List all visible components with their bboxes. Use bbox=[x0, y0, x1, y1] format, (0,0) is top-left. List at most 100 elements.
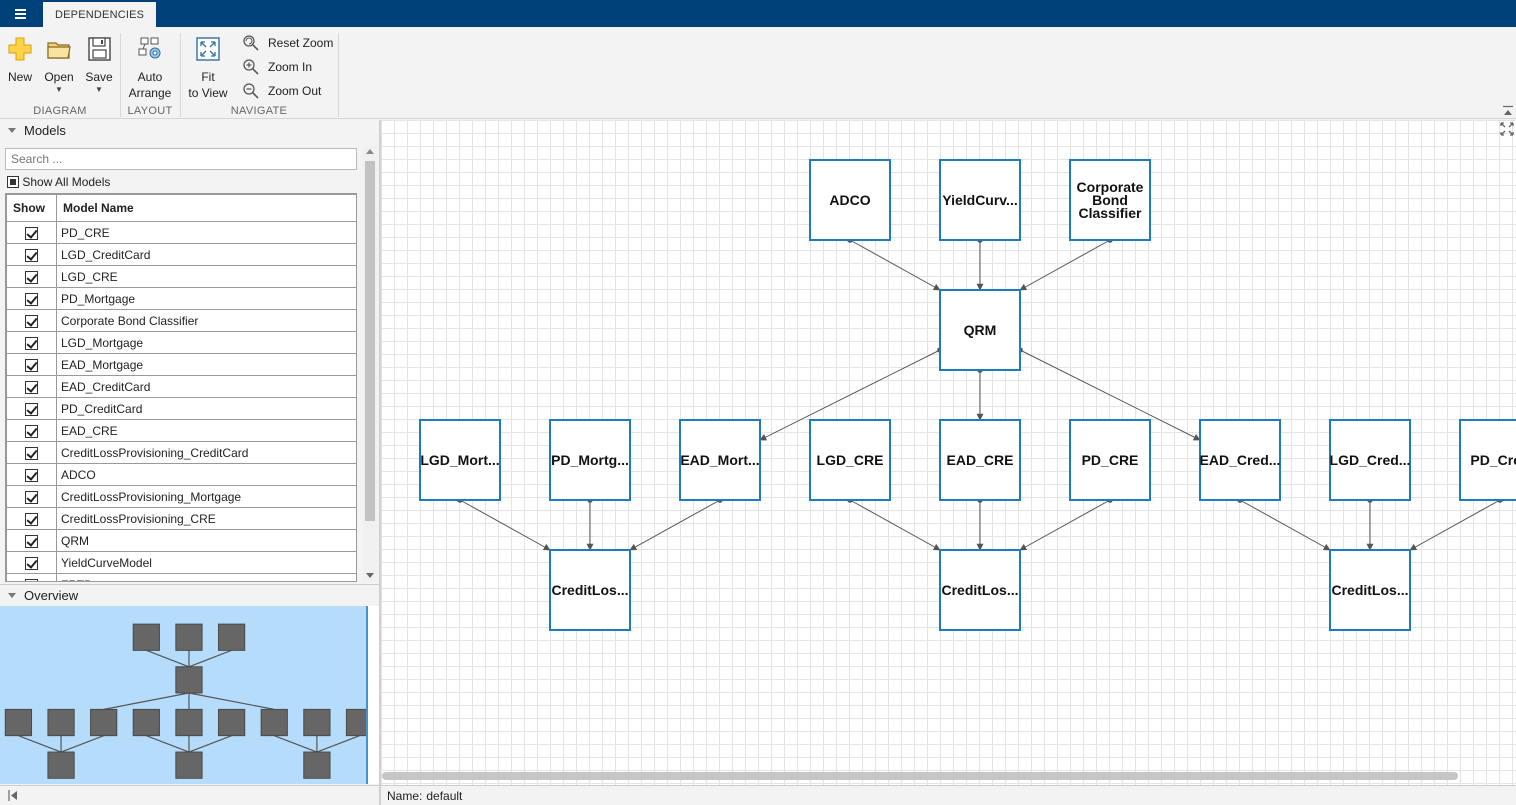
panel-splitter[interactable] bbox=[379, 120, 381, 805]
collapse-left-icon[interactable] bbox=[8, 790, 18, 801]
node-box[interactable] bbox=[1069, 159, 1151, 241]
show-model-checkbox[interactable] bbox=[25, 358, 38, 372]
node-box[interactable] bbox=[939, 159, 1021, 241]
overview-minimap[interactable] bbox=[0, 606, 374, 784]
model-node-lgdc[interactable]: LGD_Cred... bbox=[1329, 419, 1411, 501]
column-header-model-name[interactable]: Model Name bbox=[56, 194, 356, 222]
models-scrollbar[interactable] bbox=[363, 145, 377, 582]
scrollbar-thumb[interactable] bbox=[365, 161, 375, 521]
table-row[interactable]: CreditLossProvisioning_CRE bbox=[6, 507, 356, 530]
table-row[interactable]: ADCO bbox=[6, 463, 356, 486]
model-name-cell[interactable]: EAD_Mortgage bbox=[56, 353, 356, 376]
show-model-checkbox[interactable] bbox=[25, 556, 38, 570]
node-box[interactable] bbox=[1329, 419, 1411, 501]
table-row[interactable]: LGD_CreditCard bbox=[6, 243, 356, 266]
model-node-qrm[interactable]: QRM bbox=[939, 289, 1021, 371]
model-name-cell[interactable]: PD_Mortgage bbox=[56, 287, 356, 310]
model-node-eadcre[interactable]: EAD_CRE bbox=[939, 419, 1021, 501]
model-name-cell[interactable]: EAD_CreditCard bbox=[56, 375, 356, 398]
node-box[interactable] bbox=[939, 419, 1021, 501]
model-name-cell[interactable]: LGD_CreditCard bbox=[56, 243, 356, 266]
table-row[interactable]: LGD_CRE bbox=[6, 265, 356, 288]
table-row[interactable]: FRTB bbox=[6, 573, 356, 581]
table-row[interactable]: Corporate Bond Classifier bbox=[6, 309, 356, 332]
model-node-eadc[interactable]: EAD_Cred... bbox=[1199, 419, 1281, 501]
table-row[interactable]: PD_CreditCard bbox=[6, 397, 356, 420]
show-all-checkbox-box[interactable] bbox=[7, 176, 19, 188]
model-node-clc[interactable]: CreditLos... bbox=[1329, 549, 1411, 631]
tab-dependencies[interactable]: DEPENDENCIES bbox=[43, 2, 157, 27]
new-button[interactable]: New bbox=[6, 35, 34, 85]
model-name-cell[interactable]: EAD_CRE bbox=[56, 419, 356, 442]
show-model-checkbox[interactable] bbox=[25, 446, 38, 460]
model-node-pdcre[interactable]: PD_CRE bbox=[1069, 419, 1151, 501]
model-name-cell[interactable]: CreditLossProvisioning_Mortgage bbox=[56, 485, 356, 508]
show-model-checkbox[interactable] bbox=[25, 424, 38, 438]
table-row[interactable]: EAD_Mortgage bbox=[6, 353, 356, 376]
scroll-down-icon[interactable] bbox=[366, 573, 374, 578]
model-name-cell[interactable]: LGD_Mortgage bbox=[56, 331, 356, 354]
node-box[interactable] bbox=[679, 419, 761, 501]
canvas-horizontal-scrollbar[interactable] bbox=[382, 772, 1458, 780]
save-caret-icon[interactable]: ▼ bbox=[95, 85, 103, 94]
show-model-checkbox[interactable] bbox=[25, 270, 38, 284]
show-model-checkbox[interactable] bbox=[25, 292, 38, 306]
node-box[interactable] bbox=[549, 549, 631, 631]
table-row[interactable]: CreditLossProvisioning_CreditCard bbox=[6, 441, 356, 464]
model-node-yield[interactable]: YieldCurv... bbox=[939, 159, 1021, 241]
menu-icon[interactable] bbox=[9, 6, 33, 22]
model-name-cell[interactable]: ADCO bbox=[56, 463, 356, 486]
model-name-cell[interactable]: CreditLossProvisioning_CRE bbox=[56, 507, 356, 530]
model-node-adco[interactable]: ADCO bbox=[809, 159, 891, 241]
model-name-cell[interactable]: Corporate Bond Classifier bbox=[56, 309, 356, 332]
zoom-out-button[interactable]: Zoom Out bbox=[242, 81, 321, 101]
model-name-cell[interactable]: YieldCurveModel bbox=[56, 551, 356, 574]
node-box[interactable] bbox=[939, 549, 1021, 631]
node-box[interactable] bbox=[1069, 419, 1151, 501]
show-model-checkbox[interactable] bbox=[25, 534, 38, 548]
model-node-eadm[interactable]: EAD_Mort... bbox=[679, 419, 761, 501]
open-caret-icon[interactable]: ▼ bbox=[55, 85, 63, 94]
model-node-clcre[interactable]: CreditLos... bbox=[939, 549, 1021, 631]
show-model-checkbox[interactable] bbox=[25, 380, 38, 394]
table-row[interactable]: PD_Mortgage bbox=[6, 287, 356, 310]
node-box[interactable] bbox=[1459, 419, 1516, 501]
auto-arrange-button[interactable]: Auto Arrange bbox=[126, 35, 174, 101]
node-box[interactable] bbox=[809, 159, 891, 241]
node-box[interactable] bbox=[419, 419, 501, 501]
show-model-checkbox[interactable] bbox=[25, 314, 38, 328]
column-header-show[interactable]: Show bbox=[6, 194, 57, 222]
zoom-in-button[interactable]: Zoom In bbox=[242, 57, 312, 77]
models-panel-header[interactable]: Models bbox=[0, 120, 380, 142]
model-node-clm[interactable]: CreditLos... bbox=[549, 549, 631, 631]
node-box[interactable] bbox=[549, 419, 631, 501]
save-button[interactable]: Save ▼ bbox=[84, 35, 114, 95]
fullscreen-icon[interactable] bbox=[1500, 122, 1514, 136]
table-row[interactable]: EAD_CreditCard bbox=[6, 375, 356, 398]
node-box[interactable] bbox=[1329, 549, 1411, 631]
collapse-caret-icon[interactable] bbox=[8, 128, 16, 133]
show-model-checkbox[interactable] bbox=[25, 336, 38, 350]
collapse-toolstrip-icon[interactable] bbox=[1502, 105, 1514, 117]
show-model-checkbox[interactable] bbox=[25, 248, 38, 262]
search-input[interactable] bbox=[5, 148, 357, 170]
model-name-cell[interactable]: LGD_CRE bbox=[56, 265, 356, 288]
open-button[interactable]: Open ▼ bbox=[42, 35, 76, 95]
scroll-up-icon[interactable] bbox=[366, 149, 374, 154]
model-name-cell[interactable]: PD_CRE bbox=[56, 221, 356, 244]
show-model-checkbox[interactable] bbox=[25, 402, 38, 416]
table-row[interactable]: EAD_CRE bbox=[6, 419, 356, 442]
table-row[interactable]: QRM bbox=[6, 529, 356, 552]
show-model-checkbox[interactable] bbox=[25, 468, 38, 482]
model-name-cell[interactable]: FRTB bbox=[56, 573, 356, 581]
table-row[interactable]: YieldCurveModel bbox=[6, 551, 356, 574]
model-node-pdc[interactable]: PD_Cred bbox=[1459, 419, 1516, 501]
node-box[interactable] bbox=[1199, 419, 1281, 501]
model-node-pdm[interactable]: PD_Mortg... bbox=[549, 419, 631, 501]
model-node-lgdcre[interactable]: LGD_CRE bbox=[809, 419, 891, 501]
model-node-lgdm[interactable]: LGD_Mort... bbox=[419, 419, 501, 501]
table-row[interactable]: LGD_Mortgage bbox=[6, 331, 356, 354]
show-model-checkbox[interactable] bbox=[25, 226, 38, 240]
node-box[interactable] bbox=[939, 289, 1021, 371]
collapse-caret-icon[interactable] bbox=[8, 593, 16, 598]
